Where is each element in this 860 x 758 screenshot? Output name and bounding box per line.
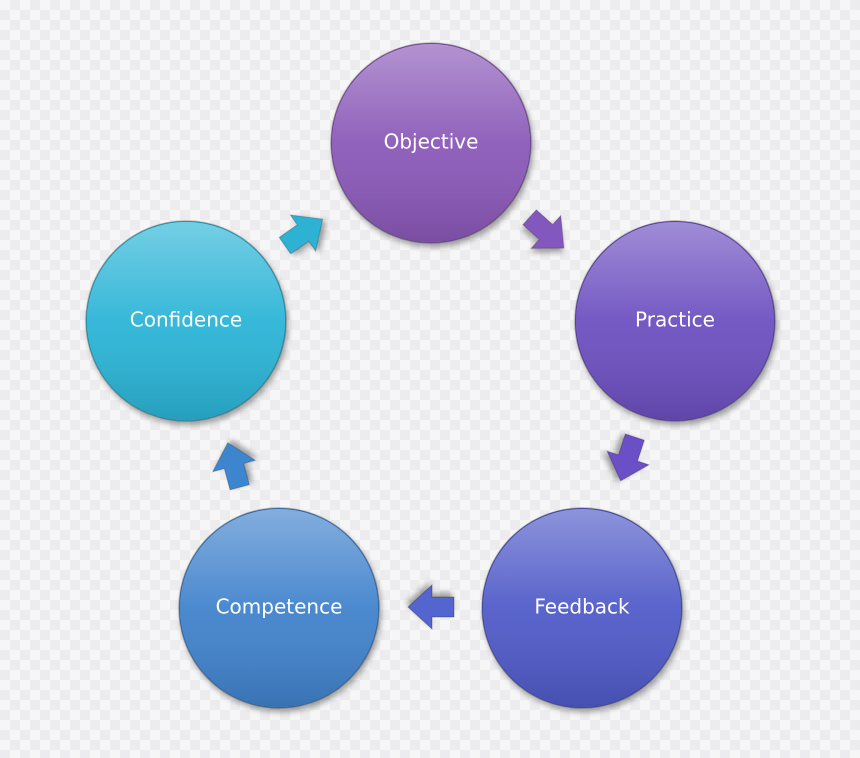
arrow-shape (522, 209, 565, 249)
arrow-shape (606, 433, 651, 482)
node-gloss (87, 222, 285, 420)
node-competence: Competence (178, 507, 380, 709)
arrow-objective-to-practice (522, 209, 565, 249)
node-feedback: Feedback (481, 507, 683, 709)
node-label: Feedback (534, 595, 630, 619)
arrow-shape (211, 442, 257, 491)
node-confidence: Confidence (85, 220, 287, 422)
arrow-confidence-to-objective (278, 214, 324, 255)
node-gloss (483, 509, 681, 707)
node-gloss (332, 44, 530, 242)
node-label: Practice (635, 308, 715, 332)
arrow-shape (407, 583, 455, 631)
node-gloss (180, 509, 378, 707)
node-objective: Objective (330, 42, 532, 244)
arrow-practice-to-feedback (606, 433, 651, 482)
node-label: Objective (384, 130, 479, 154)
arrow-feedback-to-competence (407, 583, 455, 631)
node-practice: Practice (574, 220, 776, 422)
node-label: Competence (216, 595, 343, 619)
node-gloss (576, 222, 774, 420)
arrow-shape (278, 214, 324, 255)
arrow-competence-to-confidence (211, 442, 257, 491)
node-label: Confidence (130, 308, 242, 332)
